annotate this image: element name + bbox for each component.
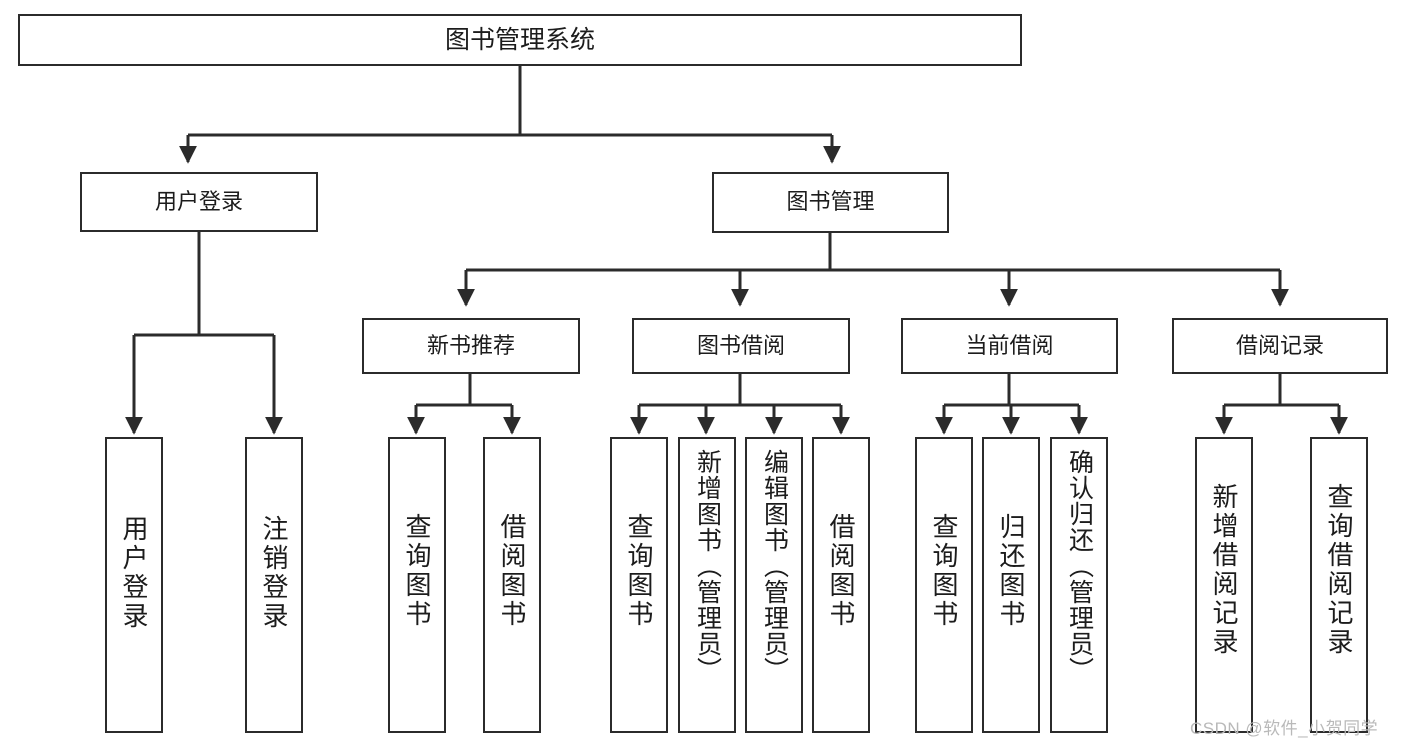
- node-borrow-record[interactable]: 借阅记录: [1172, 318, 1388, 374]
- node-leaf-edit-book[interactable]: 编辑图书（管理员）: [745, 437, 803, 733]
- node-leaf-query-book-3[interactable]: 查询图书: [915, 437, 973, 733]
- node-borrow-record-label: 借阅记录: [1235, 332, 1324, 358]
- node-leaf-query-record[interactable]: 查询借阅记录: [1310, 437, 1368, 733]
- node-leaf-borrow-book-1[interactable]: 借阅图书: [483, 437, 541, 733]
- node-leaf-user-logout-label: 注销登录: [259, 515, 289, 631]
- node-current-borrow[interactable]: 当前借阅: [901, 318, 1118, 374]
- watermark: CSDN @软件_小贺同学: [1190, 719, 1379, 738]
- node-leaf-edit-book-label: 编辑图书（管理员）: [760, 449, 789, 683]
- node-book-borrow[interactable]: 图书借阅: [632, 318, 850, 374]
- node-new-book-rec[interactable]: 新书推荐: [362, 318, 580, 374]
- node-leaf-add-record[interactable]: 新增借阅记录: [1195, 437, 1253, 733]
- node-book-manage[interactable]: 图书管理: [712, 172, 949, 233]
- node-leaf-confirm-return[interactable]: 确认归还（管理员）: [1050, 437, 1108, 733]
- node-leaf-borrow-book-2-label: 借阅图书: [826, 513, 856, 629]
- node-leaf-return-book[interactable]: 归还图书: [982, 437, 1040, 733]
- node-leaf-query-book-3-label: 查询图书: [929, 513, 959, 629]
- node-book-manage-label: 图书管理: [786, 189, 875, 215]
- node-root-label: 图书管理系统: [444, 25, 595, 54]
- node-leaf-add-record-label: 新增借阅记录: [1209, 483, 1239, 657]
- node-leaf-add-book[interactable]: 新增图书（管理员）: [678, 437, 736, 733]
- node-user-login-label: 用户登录: [154, 188, 243, 214]
- node-leaf-query-book-2-label: 查询图书: [624, 513, 654, 629]
- node-leaf-borrow-book-2[interactable]: 借阅图书: [812, 437, 870, 733]
- node-current-borrow-label: 当前借阅: [965, 332, 1054, 358]
- node-leaf-query-book-1-label: 查询图书: [402, 513, 432, 629]
- node-leaf-confirm-return-label: 确认归还（管理员）: [1065, 449, 1094, 683]
- node-leaf-user-logout[interactable]: 注销登录: [245, 437, 303, 733]
- node-leaf-query-record-label: 查询借阅记录: [1324, 483, 1354, 657]
- node-leaf-borrow-book-1-label: 借阅图书: [497, 513, 527, 629]
- node-leaf-return-book-label: 归还图书: [996, 513, 1026, 629]
- node-new-book-rec-label: 新书推荐: [426, 332, 515, 358]
- node-leaf-query-book-2[interactable]: 查询图书: [610, 437, 668, 733]
- node-leaf-add-book-label: 新增图书（管理员）: [693, 449, 722, 683]
- node-leaf-query-book-1[interactable]: 查询图书: [388, 437, 446, 733]
- node-user-login[interactable]: 用户登录: [80, 172, 318, 232]
- node-leaf-user-login[interactable]: 用户登录: [105, 437, 163, 733]
- node-book-borrow-label: 图书借阅: [696, 332, 785, 358]
- node-leaf-user-login-label: 用户登录: [119, 515, 149, 631]
- node-root[interactable]: 图书管理系统: [18, 14, 1022, 66]
